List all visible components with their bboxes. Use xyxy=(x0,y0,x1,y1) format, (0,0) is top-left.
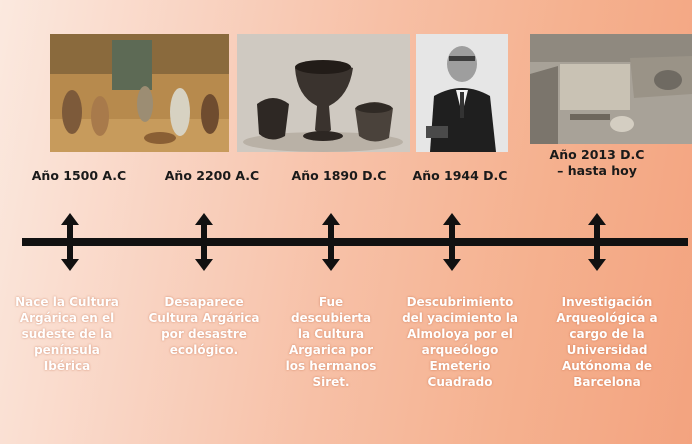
date-label-4: Año 1944 D.C xyxy=(412,168,508,183)
timeline-bar xyxy=(22,238,688,246)
photo-village-illustration xyxy=(50,34,229,152)
event-text-3: Fue descubierta la Cultura Argarica por … xyxy=(285,295,377,389)
event-text-4: Descubrimiento del yacimiento la Almoloy… xyxy=(402,295,518,389)
photo-pottery-cups xyxy=(237,34,410,152)
double-arrow-icon-5 xyxy=(587,213,607,271)
date-label-1: Año 1500 A.C xyxy=(31,168,127,183)
double-arrow-icon-4 xyxy=(442,213,462,271)
photo-excavation-site xyxy=(530,34,692,144)
date-label-5: Año 2013 D.C – hasta hoy xyxy=(549,147,645,178)
double-arrow-icon-2 xyxy=(194,213,214,271)
event-text-2: Desaparece Cultura Argárica por desastre… xyxy=(148,295,260,357)
double-arrow-icon-3 xyxy=(321,213,341,271)
event-text-5: Investigación Arqueológica a cargo de la… xyxy=(556,295,658,389)
date-label-2: Año 2200 A.C xyxy=(164,168,260,183)
date-label-3: Año 1890 D.C xyxy=(291,168,387,183)
event-text-1: Nace la Cultura Argárica en el sudeste d… xyxy=(15,295,119,373)
double-arrow-icon-1 xyxy=(60,213,80,271)
photo-portrait xyxy=(416,34,508,152)
